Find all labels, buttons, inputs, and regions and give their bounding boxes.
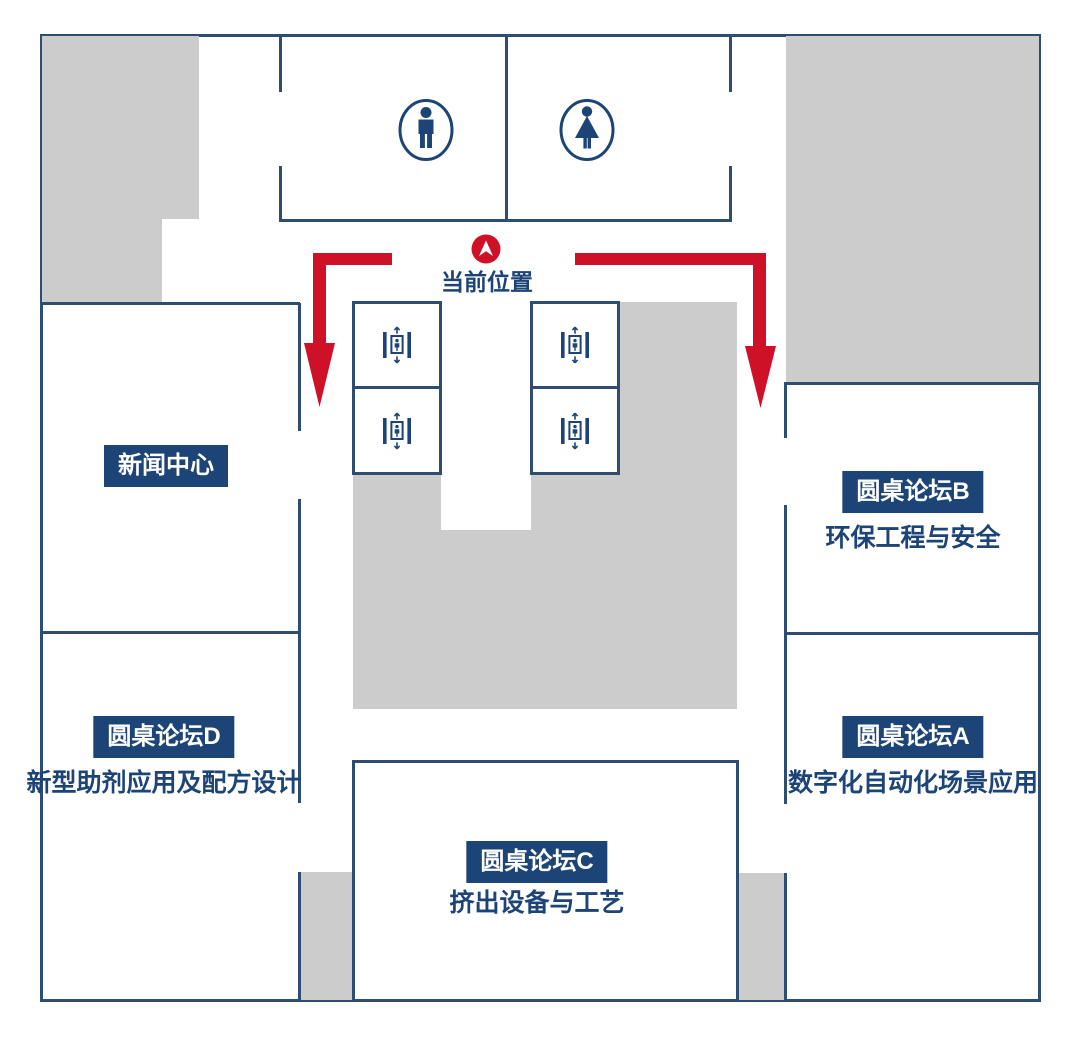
map-outer-border: [40, 34, 1041, 1002]
room-forum-d: [41, 634, 298, 1000]
wall-segment: [279, 166, 282, 220]
wall-block: [42, 219, 162, 303]
elevator-icon: [383, 411, 411, 451]
wall-segment: [298, 303, 301, 431]
female-restroom-icon: [558, 98, 616, 162]
room-label-news-center: 新闻中心: [104, 445, 228, 487]
wall-segment: [298, 499, 301, 803]
wall-segment: [784, 873, 787, 1002]
current-location-icon: [471, 234, 501, 264]
wall-segment: [784, 505, 787, 804]
wall-segment: [784, 382, 1041, 385]
wall-segment: [505, 34, 508, 220]
wall-block: [300, 872, 353, 1000]
wall-segment: [352, 760, 739, 763]
route-arrow-right: [575, 253, 777, 409]
central-notch: [441, 302, 531, 530]
room-subtitle-forum-b: 环保工程与安全: [825, 524, 1001, 552]
wall-block: [42, 36, 199, 219]
room-subtitle-forum-c: 挤出设备与工艺: [449, 889, 625, 917]
room-label-forum-b: 圆桌论坛B: [842, 471, 984, 513]
wall-segment: [729, 166, 732, 220]
wall-segment: [736, 761, 739, 1002]
room-subtitle-forum-a: 数字化自动化场景应用: [787, 769, 1039, 797]
room-label-forum-a: 圆桌论坛A: [842, 716, 984, 758]
wall-segment: [279, 219, 732, 222]
elevator-cell: [530, 386, 620, 475]
wall-segment: [279, 34, 282, 92]
wall-segment: [729, 34, 732, 92]
elevator-cell: [530, 301, 620, 389]
room-forum-a: [787, 634, 1040, 1000]
male-restroom-icon: [397, 98, 455, 162]
elevator-cell: [352, 386, 442, 475]
wall-block: [739, 873, 785, 1000]
wall-block: [786, 36, 1039, 383]
current-location-label: 当前位置: [441, 269, 533, 295]
wall-segment: [40, 302, 300, 305]
elevator-icon: [561, 325, 589, 365]
wall-segment: [784, 632, 1041, 635]
room-subtitle-forum-d: 新型助剂应用及配方设计: [26, 769, 302, 797]
elevator-cell: [352, 301, 442, 389]
wall-segment: [298, 872, 301, 1002]
elevator-icon: [561, 411, 589, 451]
wall-segment: [40, 631, 300, 634]
wall-segment: [352, 761, 355, 1002]
room-label-forum-d: 圆桌论坛D: [93, 716, 235, 758]
route-arrow-left: [303, 253, 393, 408]
elevator-icon: [383, 325, 411, 365]
room-label-forum-c: 圆桌论坛C: [466, 841, 608, 883]
wall-segment: [784, 383, 787, 438]
